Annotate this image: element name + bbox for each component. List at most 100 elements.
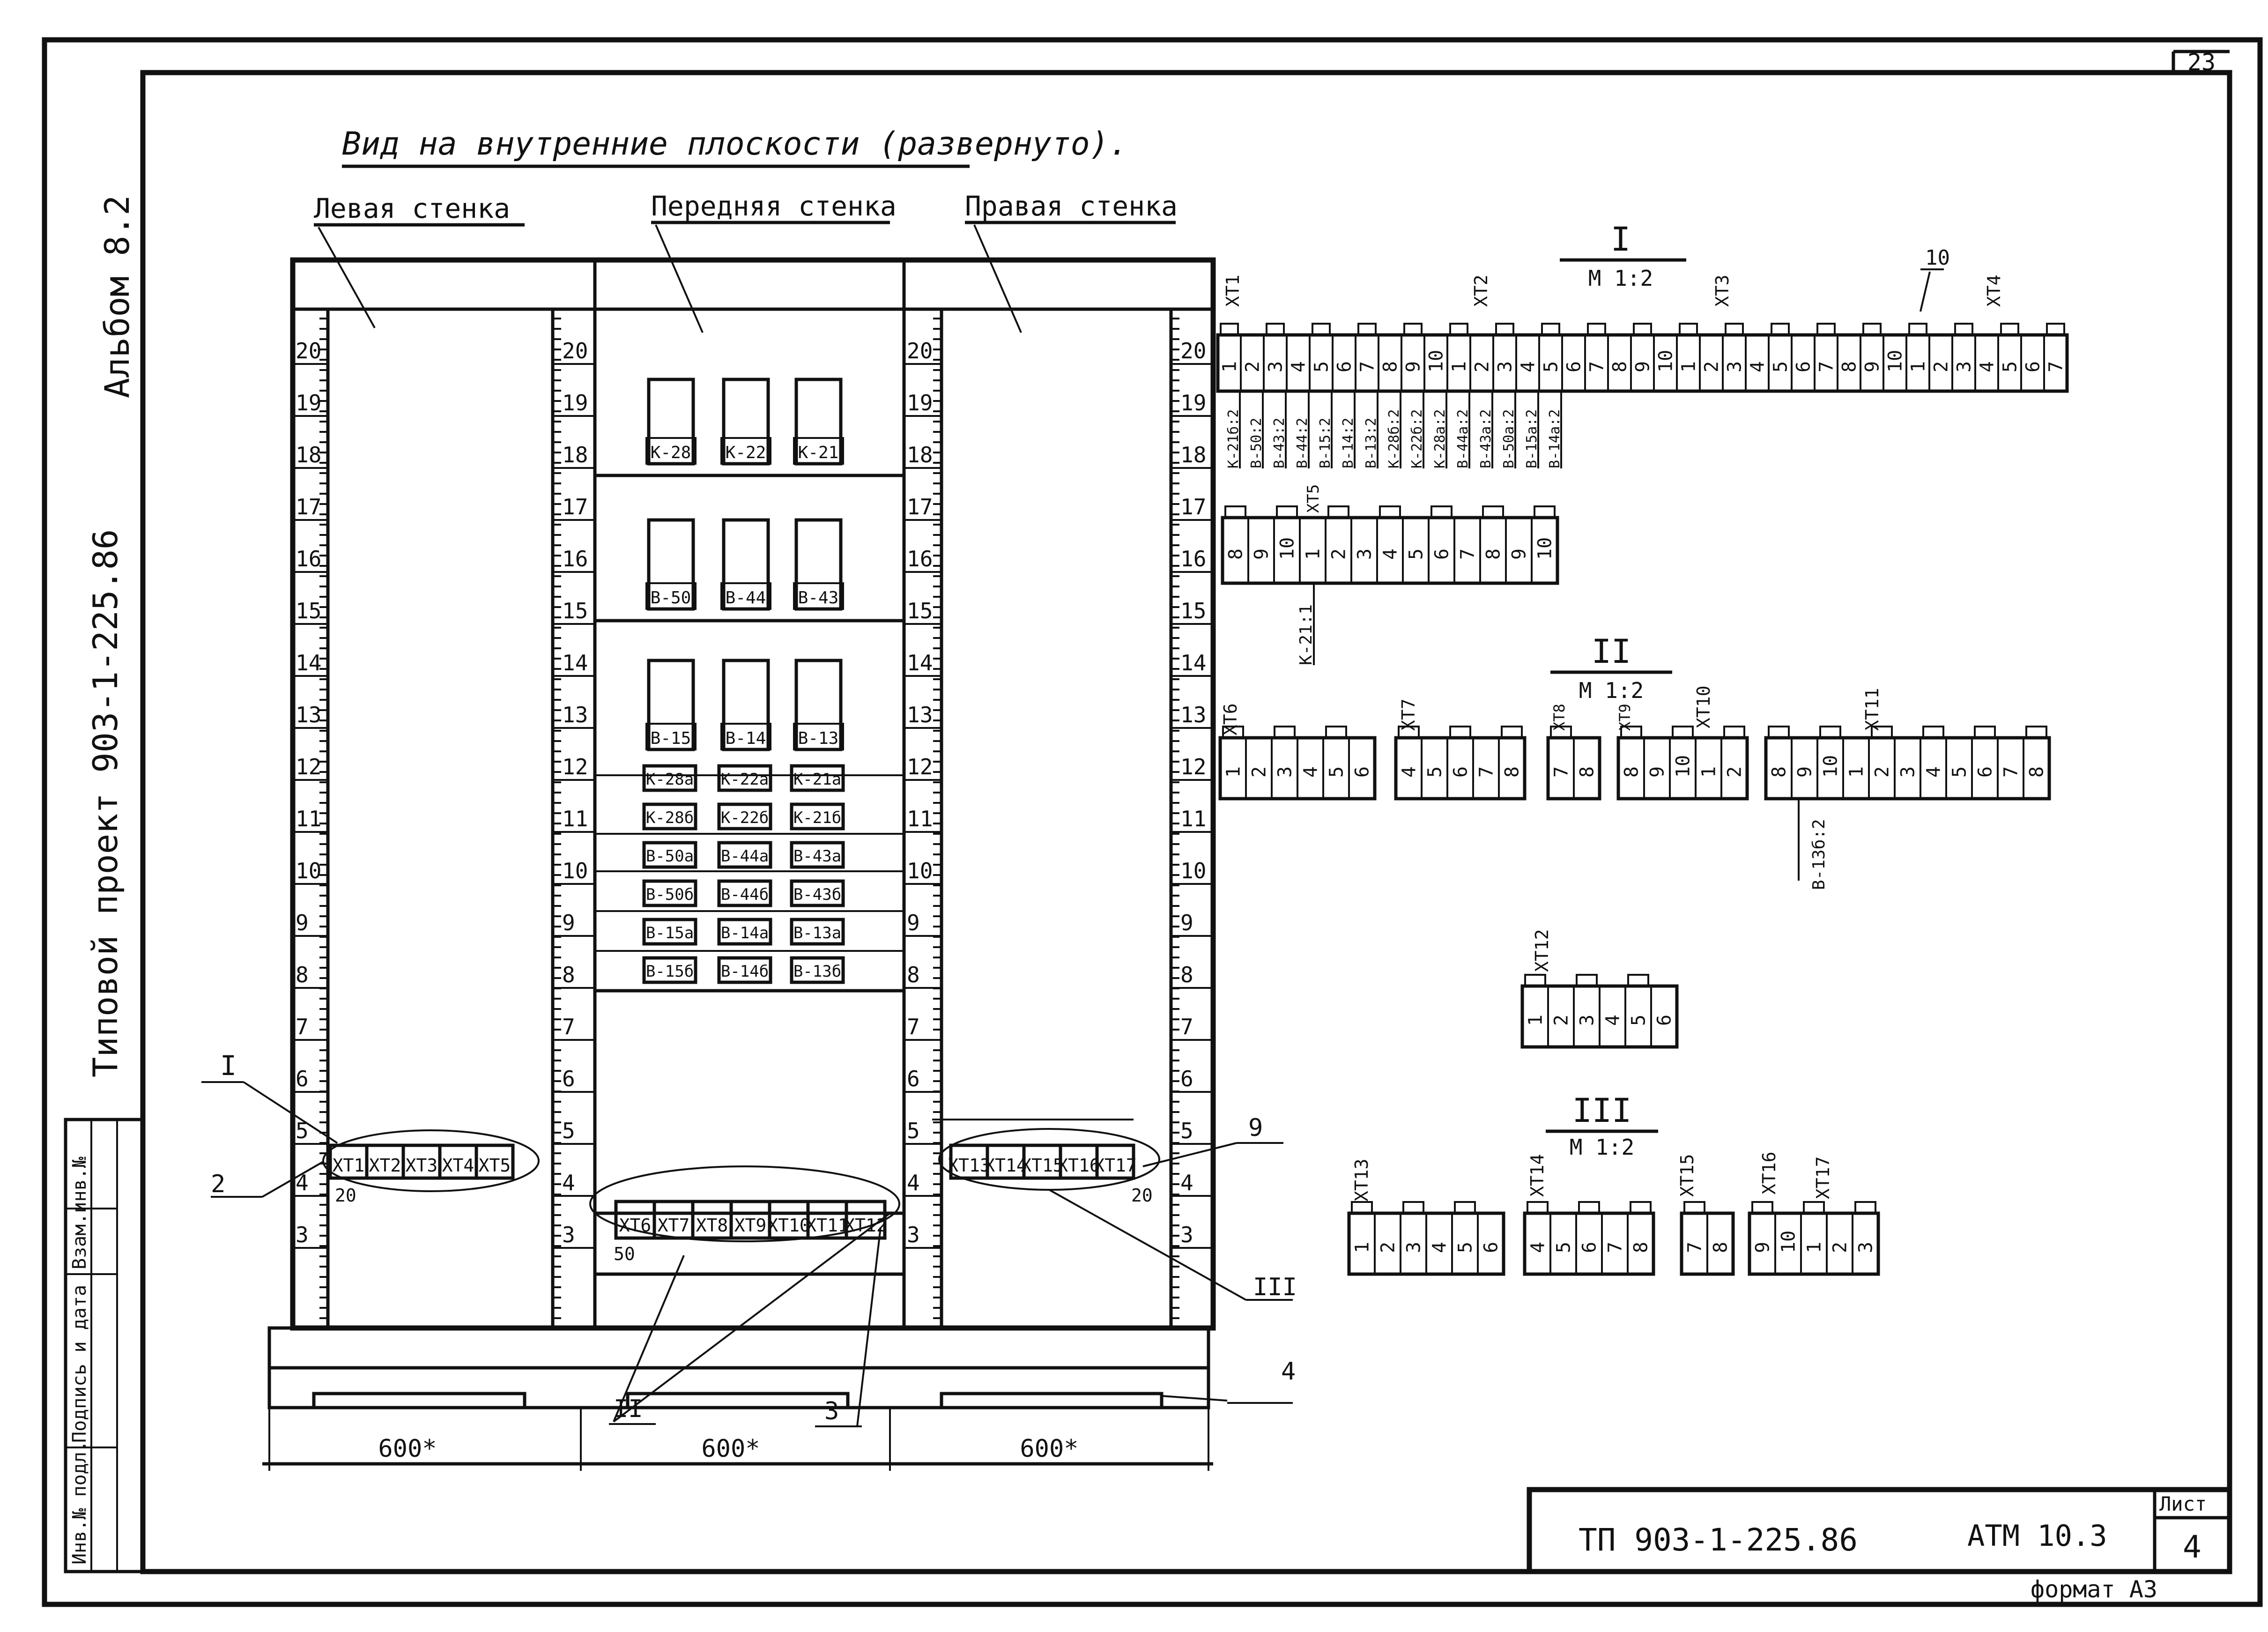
terminal-number: 8 [1621,766,1643,778]
device-label-frame [720,723,771,750]
rail-scale-label: 4 [907,1170,920,1195]
terminal-number: 7 [1586,361,1608,372]
rail-scale-label: 19 [1180,390,1206,415]
rail-scale-label: 20 [1180,338,1206,363]
terminal-number: 9 [1647,766,1668,778]
terminal-cap [1771,323,1790,336]
terminal-number: 2 [1830,1242,1851,1253]
rail-scale-label: 9 [296,910,309,935]
terminal-number: 4 [1602,1015,1624,1026]
title-block [1527,1487,2232,1574]
terminal-strip-label: XT13 [1351,1158,1372,1202]
terminal-cap [1379,505,1401,519]
detail-I-roman: I [1611,220,1631,259]
terminal-cap [1495,323,1514,336]
terminal-cap [1312,323,1331,336]
right-wall-width: 600* [1020,1435,1078,1463]
terminal-cap [1534,505,1556,519]
terminal-block-label: XT17 [1094,1155,1137,1176]
terminal-number: 4 [1923,766,1945,778]
marker-label: B-44б [721,885,769,904]
terminal-cap [1325,726,1347,739]
device-label-frame [645,582,697,610]
project-label: Типовой проект 903-1-225.86 [86,529,125,1077]
terminal-block-label: XT14 [984,1155,1027,1176]
terminal-number: 4 [1429,1242,1451,1253]
terminal-number: 6 [1450,766,1472,778]
rail-scale-label: 11 [296,806,321,831]
marker-label: B-13б [793,962,841,981]
detail-II-roman: II [1592,632,1631,671]
rail-scale-label: 7 [296,1014,309,1039]
marker-label: B-14a [721,924,769,942]
terminal-cap [1627,974,1649,987]
terminal-number: 7 [1551,766,1572,778]
terminal-cap [1854,1201,1876,1214]
wire-tag: K-28a:2 [1432,409,1448,468]
marker-box [790,879,845,907]
detail-I-scale: M 1:2 [1588,266,1653,291]
terminal-number: 2 [1701,361,1723,372]
marker-label: B-50б [646,885,694,904]
terminal-number: 10 [1655,350,1677,372]
marker-box [790,841,845,869]
terminal-cap [1908,323,1927,336]
terminal-number: 6 [1579,1242,1601,1253]
detail-III-scale: M 1:2 [1570,1135,1634,1160]
terminal-number: 6 [1334,361,1356,372]
rail-scale-label: 12 [1180,754,1206,779]
stamp-col-replace: Взам.инв.№ [69,1157,90,1269]
terminal-number: 8 [1839,361,1860,372]
terminal-cap [1578,1201,1600,1214]
rail-scale-label: 8 [907,962,920,987]
terminal-cap [1524,974,1546,987]
terminal-strip-label: XT4 [1984,274,2004,307]
terminal-number: 10 [1673,755,1694,778]
rail-scale-label: 8 [296,962,309,987]
terminal-number: 2 [1551,1015,1572,1026]
terminal-cap [1220,323,1239,336]
left-wall-width: 600* [378,1435,437,1463]
terminal-number: 4 [1518,361,1539,372]
rail-scale-label: 8 [562,962,575,987]
terminal-cap [1327,505,1349,519]
rail-scale-label: 17 [296,494,321,519]
marker-box [717,879,772,907]
callout-2: 2 [211,1170,225,1198]
rail-scale-label: 19 [562,390,588,415]
terminal-cap [1222,726,1244,739]
wire-tag: B-14a:2 [1547,409,1563,468]
terminal-cap [1922,726,1944,739]
marker-label: B-43б [793,885,841,904]
rail-scale-label: 11 [907,806,933,831]
front-din-rails [595,474,1134,1276]
terminal-cap [1672,726,1694,739]
right-wall-label: Правая стенка [965,190,1178,222]
drawing-title: Вид на внутренние плоскости (развернуто)… [342,126,1128,163]
wire-tag: B-44:2 [1294,418,1311,468]
terminal-number: 5 [1628,1015,1650,1026]
callout-4: 4 [1281,1358,1296,1386]
callout-leaders [201,268,1944,1427]
terminal-number: 3 [1897,766,1919,778]
marker-box [790,918,845,946]
terminal-number: 5 [1326,766,1348,778]
marker-box [790,956,845,984]
album-label: Альбом 8.2 [97,195,137,398]
terminal-block-label: XT4 [442,1155,474,1176]
rail-scale-label: 14 [562,650,588,675]
wire-tag: K-28б:2 [1386,409,1402,468]
terminal-number: 3 [1403,1242,1425,1253]
terminal-number: 3 [1954,361,1975,372]
marker-label: K-28б [646,809,694,827]
terminal-cap [1630,1201,1652,1214]
rail-scale-label: 20 [907,338,933,363]
rail-scale-label: 7 [907,1014,920,1039]
wire-tag: B-13:2 [1363,418,1379,468]
device-label: B-43 [798,588,839,608]
marker-label: K-28a [646,770,694,789]
terminal-number: 7 [1605,1242,1626,1253]
terminal-number: 1 [1525,1015,1547,1026]
